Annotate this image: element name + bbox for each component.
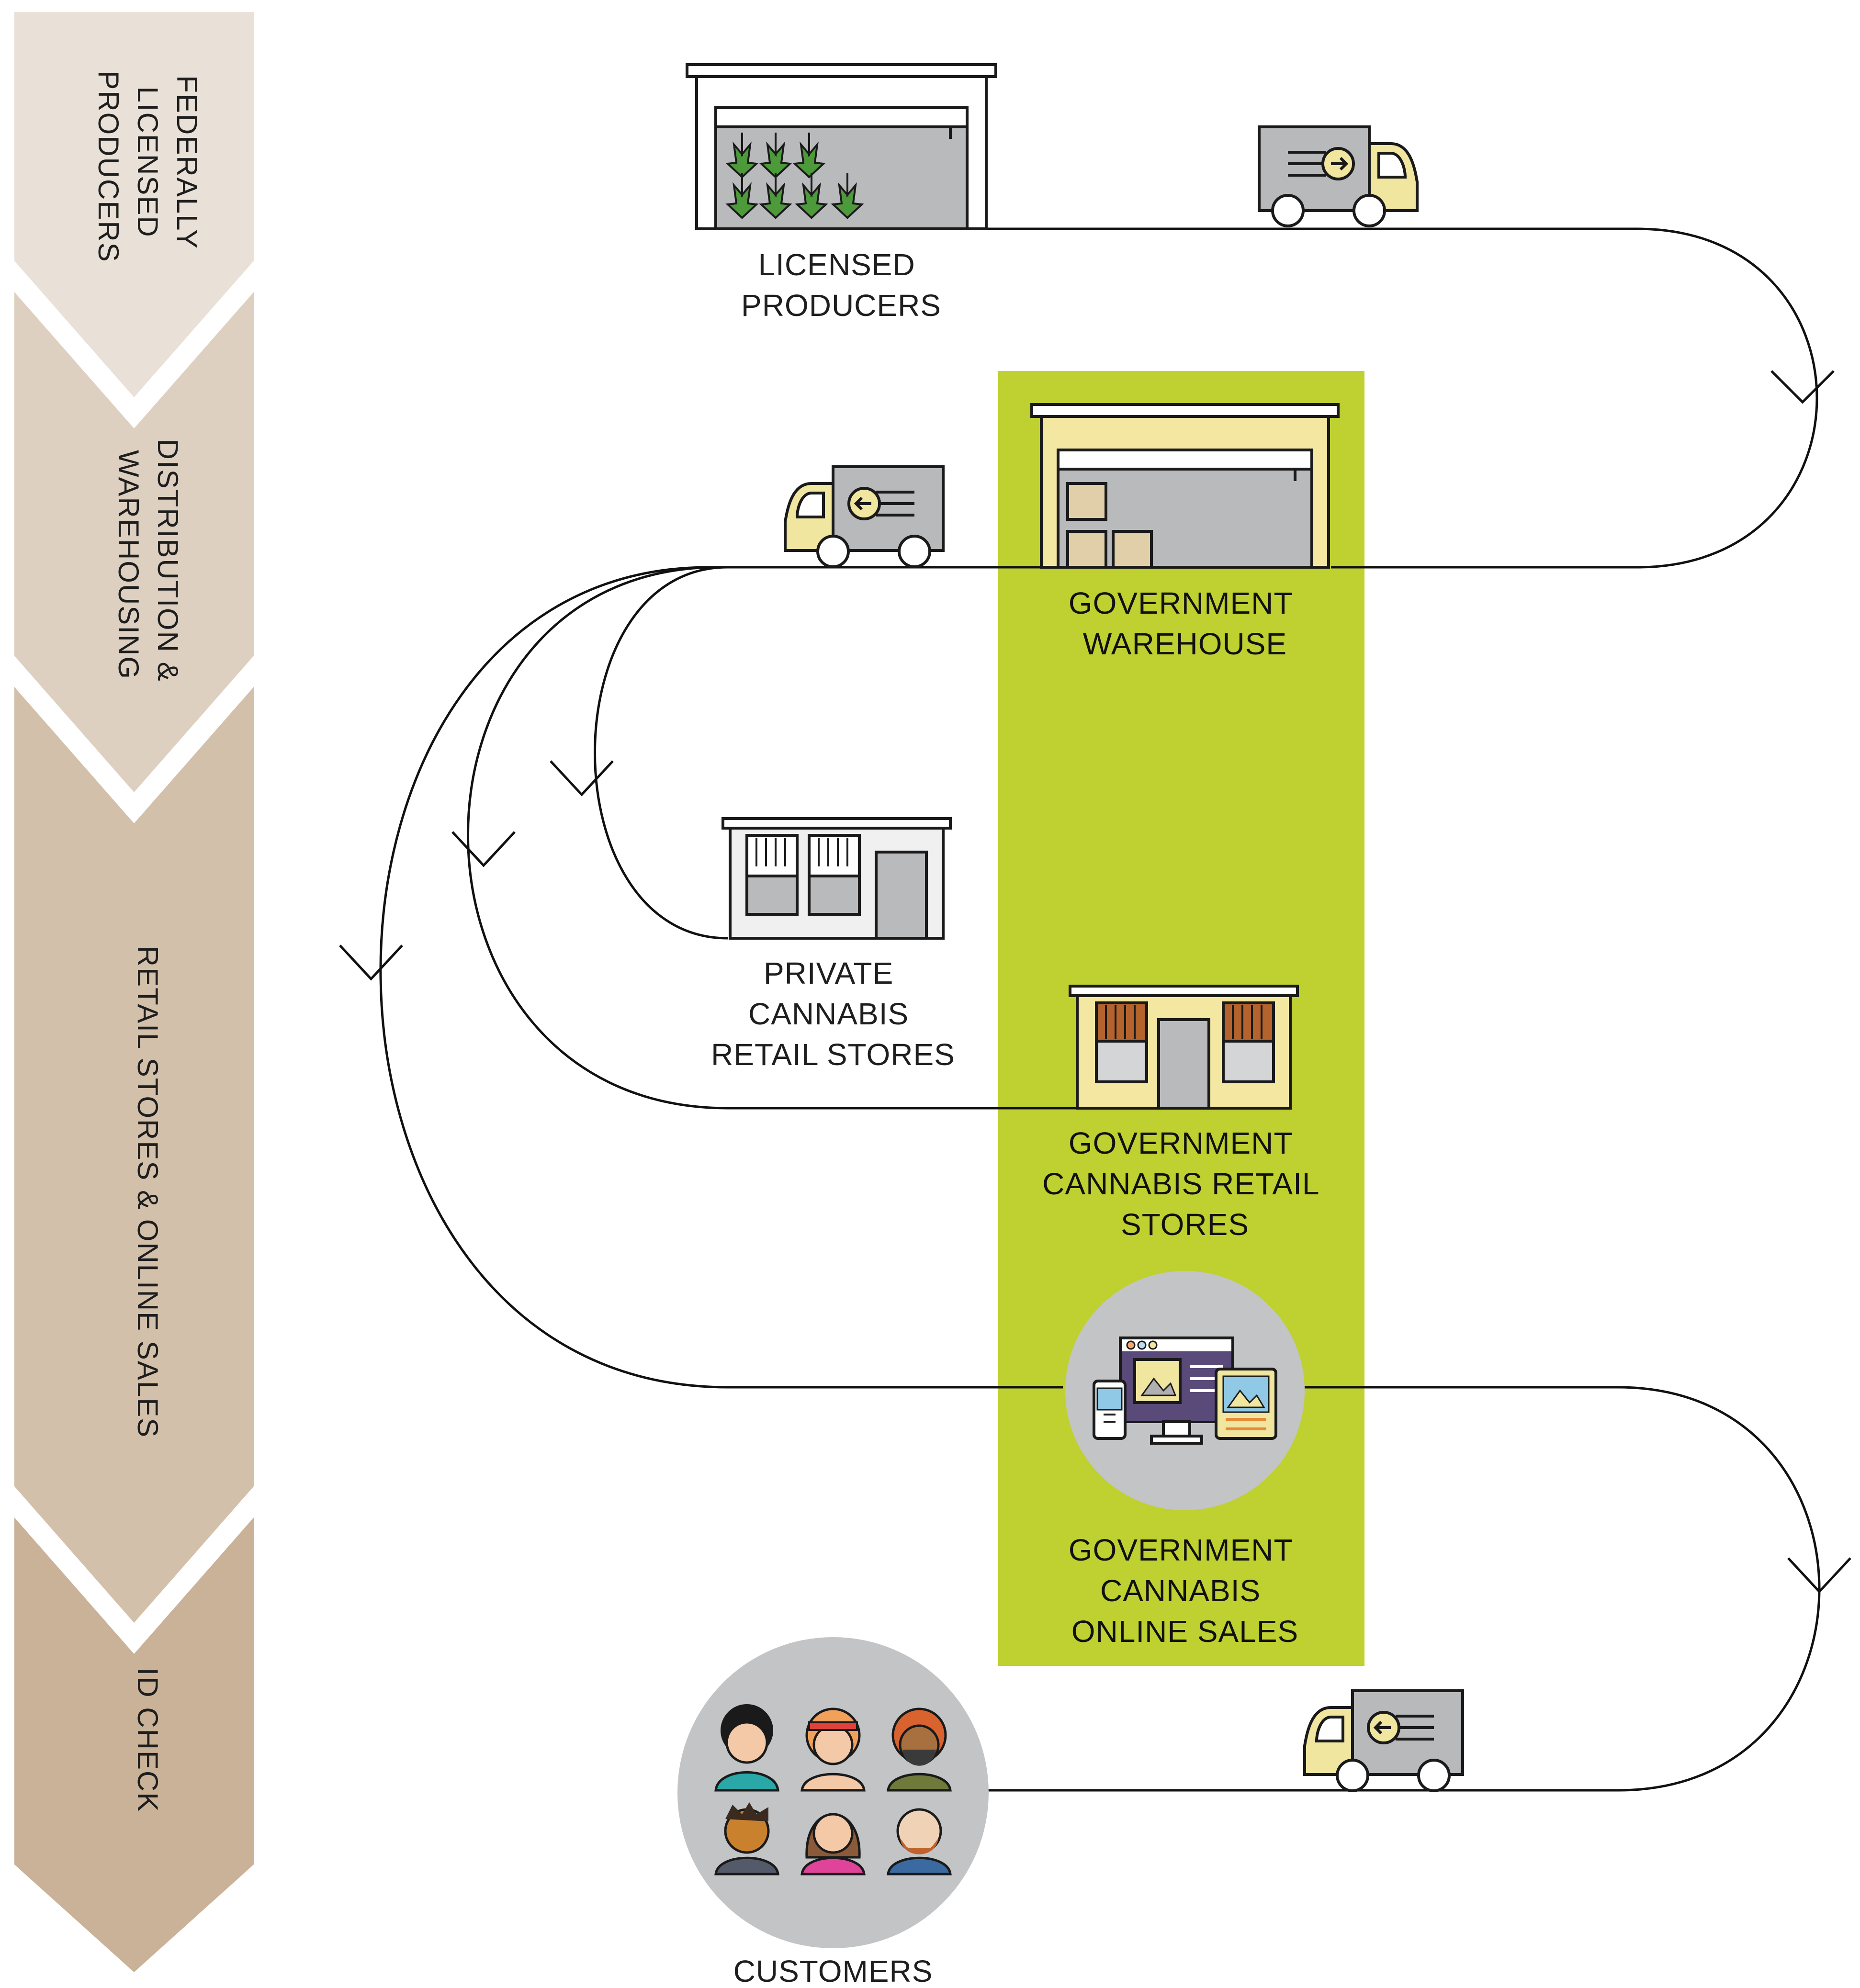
flow-to-private-retail — [594, 566, 728, 940]
flow-to-government-retail — [467, 566, 1077, 1110]
customers-icon — [677, 1637, 989, 1948]
arrowheads — [339, 370, 1851, 1594]
stage-chevron-retail — [14, 687, 254, 1623]
flow-online-to-customers — [986, 1386, 1821, 1792]
delivery-truck-icon — [1258, 125, 1419, 227]
private-retail-label: PRIVATE CANNABIS RETAIL STORES — [711, 956, 955, 1072]
leaf-icon — [831, 173, 864, 219]
arrowhead-icon — [1787, 1557, 1851, 1594]
arrowhead-icon — [451, 831, 516, 867]
flow-lines — [379, 227, 1821, 1792]
person-icon — [800, 1813, 866, 1876]
stage-chevron-id-check — [14, 1517, 254, 1972]
stage-band: FEDERALLY LICENSED PRODUCERS DISTRIBUTIO… — [14, 12, 254, 1972]
government-warehouse-label: GOVERNMENT WAREHOUSE — [1069, 586, 1301, 661]
leaf-icon — [759, 173, 792, 219]
government-retail-store-icon — [1069, 985, 1299, 1110]
flow-producers-to-warehouse — [986, 227, 1818, 569]
flow-to-online-sales — [379, 566, 1063, 1389]
leaf-icon — [792, 133, 826, 179]
stage-label-producers: FEDERALLY LICENSED PRODUCERS — [92, 70, 203, 262]
leaf-icon — [759, 133, 792, 179]
person-icon — [714, 1802, 779, 1876]
licensed-producers-building-icon — [686, 63, 997, 230]
customers-label: CUSTOMERS — [733, 1954, 933, 1988]
government-retail-label: GOVERNMENT CANNABIS RETAIL STORES — [1042, 1126, 1328, 1242]
government-warehouse-icon — [1030, 403, 1340, 569]
stage-chevron-producers — [14, 12, 254, 397]
private-retail-store-icon — [721, 817, 952, 940]
leaf-icon — [795, 173, 828, 219]
person-icon — [714, 1704, 779, 1792]
delivery-truck-icon — [784, 465, 945, 568]
delivery-truck-icon — [1303, 1689, 1464, 1792]
arrowhead-icon — [339, 944, 403, 981]
person-icon — [887, 1808, 952, 1876]
stage-label-retail: RETAIL STORES & ONLINE SALES — [132, 946, 164, 1438]
online-sales-icon — [1065, 1271, 1305, 1510]
arrowhead-icon — [550, 760, 614, 797]
person-icon — [887, 1707, 952, 1792]
licensed-producers-label: LICENSED PRODUCERS — [741, 247, 941, 323]
government-online-label: GOVERNMENT CANNABIS ONLINE SALES — [1069, 1533, 1301, 1649]
stage-label-id-check: ID CHECK — [132, 1668, 164, 1813]
stage-chevron-distribution — [14, 292, 254, 792]
stage-label-distribution: DISTRIBUTION & WAREHOUSING — [113, 439, 184, 691]
leaf-icon — [725, 133, 759, 179]
leaf-icon — [725, 173, 759, 219]
person-icon — [800, 1707, 866, 1792]
arrowhead-icon — [1770, 370, 1835, 404]
